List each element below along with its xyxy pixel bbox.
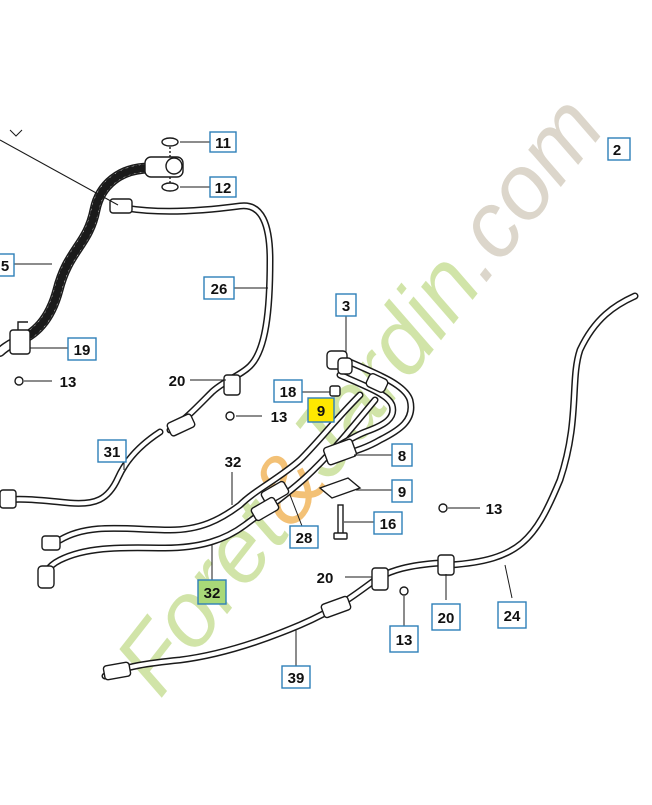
callout-20b: 20 — [317, 570, 334, 587]
callout-8: 8 — [398, 448, 406, 465]
callouts: 11 12 2 5 26 19 13 3 20 18 9 13 31 32 8 … — [0, 131, 631, 689]
callout-3: 3 — [342, 298, 350, 315]
callout-19-box — [67, 337, 97, 361]
callout-9b-box — [391, 479, 413, 503]
callout-32b: 32 — [204, 585, 221, 602]
callout-19: 19 — [74, 342, 91, 359]
callout-9b: 9 — [398, 484, 406, 501]
callout-13a: 13 — [60, 374, 77, 391]
callout-3-box — [335, 293, 357, 317]
hose-end-fitting-c — [0, 489, 17, 509]
callout-31-box — [97, 439, 127, 463]
clamp-20c — [437, 554, 455, 576]
hose-end-fitting-a — [41, 535, 61, 551]
bolt-13c — [438, 503, 448, 513]
callout-26: 26 — [211, 281, 228, 298]
hose-26 — [116, 202, 274, 434]
callout-18: 18 — [280, 384, 297, 401]
callout-16: 16 — [380, 516, 397, 533]
callout-11-box — [209, 131, 237, 153]
coupling-26-end — [166, 413, 196, 437]
callout-20c: 20 — [438, 610, 455, 627]
fittings — [0, 137, 455, 681]
hoses — [0, 162, 639, 680]
callout-28: 28 — [296, 530, 313, 547]
callout-13d-box — [389, 625, 419, 653]
callout-32b-box — [197, 579, 227, 605]
callout-18-box — [273, 379, 303, 403]
callout-24-box — [497, 601, 527, 629]
callout-12-box — [209, 176, 237, 198]
bracket-8 — [322, 438, 358, 466]
hose-end-fitting-39 — [102, 661, 132, 681]
callout-9a: 9 — [317, 403, 325, 420]
callout-5: 5 — [1, 258, 9, 275]
hose-32-lower — [40, 396, 379, 589]
callout-26-box — [203, 276, 235, 300]
callout-13d: 13 — [396, 632, 413, 649]
callout-2: 2 — [613, 142, 621, 159]
hose-5-spiral — [0, 162, 156, 357]
plate-9 — [318, 477, 362, 499]
coupling-32-b — [250, 496, 280, 522]
callout-39: 39 — [288, 670, 305, 687]
bolt-16 — [337, 504, 344, 536]
callout-13c: 13 — [486, 501, 503, 518]
bolt-13d — [399, 586, 409, 596]
callout-5-box — [0, 253, 15, 277]
callout-32a: 32 — [225, 454, 242, 471]
coupling-26-start — [109, 198, 133, 214]
hose-31 — [1, 428, 164, 507]
callout-20a: 20 — [169, 373, 186, 390]
clamp-19 — [9, 329, 31, 355]
bolt-13a — [14, 376, 24, 386]
fitting-3-c — [365, 373, 389, 393]
clamp-20a — [223, 374, 241, 396]
callout-8-box — [391, 443, 413, 467]
bolt-13b — [225, 411, 235, 421]
callout-11: 11 — [215, 135, 231, 152]
callout-12: 12 — [215, 180, 232, 197]
callout-24: 24 — [504, 608, 521, 625]
callout-31: 31 — [104, 444, 121, 461]
callout-20c-box — [431, 603, 461, 631]
hose-32-upper — [56, 391, 364, 544]
clamp-20b — [371, 567, 389, 591]
hose-end-fitting-b — [37, 565, 55, 589]
callout-39-box — [281, 665, 311, 689]
coupling-39 — [320, 595, 352, 619]
callout-16-box — [373, 511, 403, 535]
callout-28-box — [289, 525, 319, 549]
fitting-3-b — [337, 357, 353, 375]
callout-13b: 13 — [271, 409, 288, 426]
hose-24 — [446, 292, 639, 569]
washer-11 — [161, 137, 179, 147]
callout-2-box — [607, 137, 631, 161]
callout-9a-box — [307, 397, 335, 423]
nut-18 — [329, 385, 341, 397]
banjo-bolt-head — [165, 157, 183, 175]
leader-lines — [0, 129, 513, 666]
washer-12 — [161, 182, 179, 192]
